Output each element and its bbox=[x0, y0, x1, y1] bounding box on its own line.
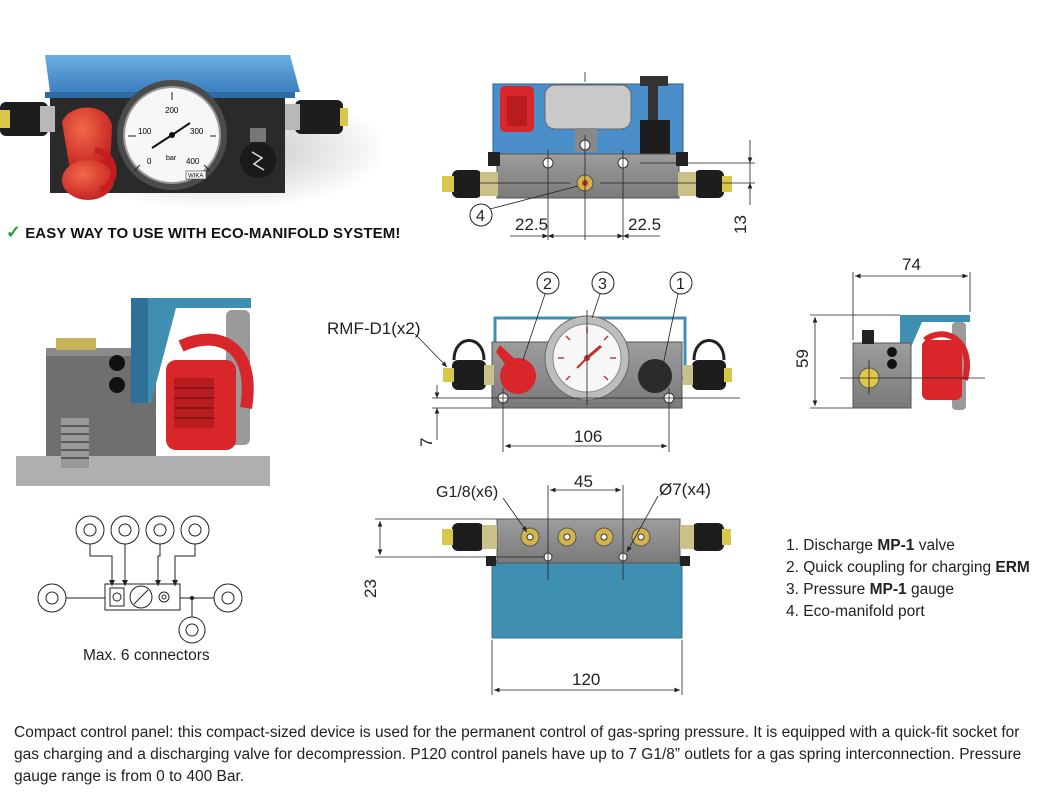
bottom-view: 45 23 120 G1/8(x6) Ø7(x4) bbox=[361, 472, 731, 695]
top-dim-left: 22.5 bbox=[515, 215, 548, 234]
legend-item-1: 1. Discharge MP-1 valve bbox=[786, 537, 955, 554]
schematic-caption: Max. 6 connectors bbox=[83, 647, 210, 664]
rmf-label: RMF-D1(x2) bbox=[327, 319, 421, 338]
gauge-scale-100: 100 bbox=[138, 127, 152, 136]
gauge-scale-200: 200 bbox=[165, 106, 179, 115]
front-view: 106 7 RMF-D1(x2) 2 3 1 bbox=[327, 271, 740, 452]
gauge-scale-0: 0 bbox=[147, 157, 152, 166]
thread-label: G1/8(x6) bbox=[436, 484, 498, 501]
bottom-dim-spacing: 45 bbox=[574, 472, 593, 491]
front-dim-height: 7 bbox=[417, 438, 436, 447]
technical-drawings: 22.5 22.5 13 4 bbox=[327, 72, 985, 695]
gauge-brand: WIKA bbox=[188, 174, 203, 180]
bottom-dim-width: 120 bbox=[572, 670, 600, 689]
gauge-scale-300: 300 bbox=[190, 127, 204, 136]
legend-item-3: 3. Pressure MP-1 gauge bbox=[786, 581, 955, 598]
side-view: 74 59 bbox=[793, 255, 985, 410]
product-photo: 0 100 200 300 400 bar WIKA bbox=[0, 55, 380, 210]
check-icon: ✓ bbox=[6, 222, 22, 242]
callout-2: 2 bbox=[543, 276, 552, 293]
connector-schematic bbox=[37, 515, 243, 644]
top-dim-height: 13 bbox=[731, 215, 750, 234]
callout-3: 3 bbox=[598, 276, 607, 293]
legend-item-4: 4. Eco-manifold port bbox=[786, 603, 925, 620]
bottom-dim-height: 23 bbox=[361, 579, 380, 598]
side-dim-width: 74 bbox=[902, 255, 921, 274]
gauge-unit: bar bbox=[166, 155, 177, 162]
front-dim-width: 106 bbox=[574, 427, 602, 446]
detail-illustration bbox=[16, 298, 272, 486]
callout-1: 1 bbox=[676, 276, 685, 293]
headline-text: EASY WAY TO USE WITH ECO-MANIFOLD SYSTEM… bbox=[25, 225, 401, 242]
product-description: Compact control panel: this compact-size… bbox=[14, 724, 1022, 785]
callout-4: 4 bbox=[476, 208, 485, 225]
legend-item-2: 2. Quick coupling for charging ERM bbox=[786, 559, 1030, 576]
hole-label: Ø7(x4) bbox=[659, 480, 711, 499]
legend: 1. Discharge MP-1 valve 2. Quick couplin… bbox=[786, 535, 1030, 623]
top-dim-right: 22.5 bbox=[628, 215, 661, 234]
gauge-scale-400: 400 bbox=[186, 157, 200, 166]
headline: ✓EASY WAY TO USE WITH ECO-MANIFOLD SYSTE… bbox=[6, 222, 400, 243]
side-dim-height: 59 bbox=[793, 349, 812, 368]
top-view: 22.5 22.5 13 4 bbox=[442, 72, 755, 240]
